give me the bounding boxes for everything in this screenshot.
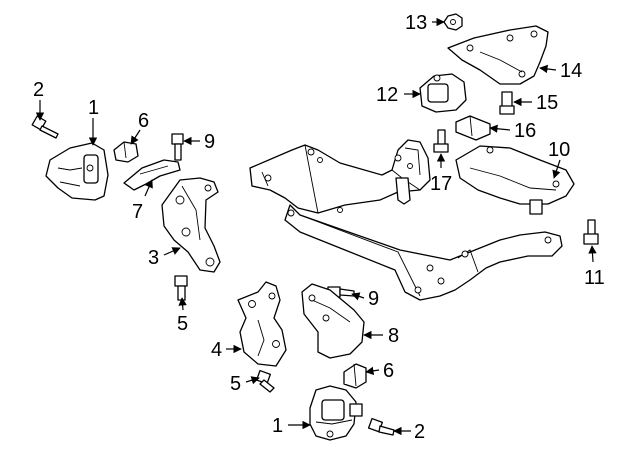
callout-14: 14 <box>560 60 582 82</box>
engine-mount-lower <box>309 385 363 441</box>
pad-16 <box>455 115 491 141</box>
callout-17: 17 <box>430 173 452 195</box>
heat-shield <box>123 159 181 191</box>
callout-12: 12 <box>376 84 398 106</box>
callout-6-lower: 6 <box>383 360 394 382</box>
subframe-crossmember <box>249 139 563 301</box>
callout-2-upper: 2 <box>33 79 44 101</box>
callout-9-upper: 9 <box>204 131 215 153</box>
callout-2-lower: 2 <box>414 421 425 443</box>
bolt-17 <box>433 129 449 153</box>
bolt-15 <box>499 91 515 115</box>
bolt-11 <box>583 219 599 245</box>
bolt-5-upper <box>174 275 188 301</box>
bracket-14 <box>447 25 549 85</box>
callout-5-lower: 5 <box>230 373 241 395</box>
callout-13: 13 <box>405 12 427 34</box>
pad-lower <box>343 363 367 389</box>
callout-7: 7 <box>132 201 143 223</box>
callout-6-upper: 6 <box>138 110 149 132</box>
bolt-upper-9 <box>171 133 184 161</box>
bolt-lower-2 <box>367 417 395 436</box>
mount-bracket-4 <box>237 281 287 367</box>
crossmember-bracket-10 <box>455 145 575 215</box>
callout-labels: 1 2 6 9 7 3 5 4 5 9 8 6 1 2 13 14 12 15 … <box>33 12 605 443</box>
mount-plate-8 <box>301 283 365 359</box>
callout-1-lower: 1 <box>272 415 283 437</box>
callout-8: 8 <box>388 325 399 347</box>
callout-16: 16 <box>514 120 536 142</box>
callout-10: 10 <box>548 139 570 161</box>
callout-1-upper: 1 <box>88 97 99 119</box>
bolt-5-lower <box>255 369 275 393</box>
callout-5-upper: 5 <box>177 313 188 335</box>
engine-mount-upper-left <box>45 142 109 201</box>
nut-13 <box>443 13 463 31</box>
callout-leaders <box>35 17 597 436</box>
callout-9-lower: 9 <box>368 288 379 310</box>
callout-15: 15 <box>536 92 558 114</box>
callout-11: 11 <box>584 267 605 289</box>
callout-3: 3 <box>148 247 159 269</box>
callout-4: 4 <box>211 339 222 361</box>
mount-bracket-3 <box>161 177 221 273</box>
pad-upper <box>113 141 139 163</box>
bolt-upper-left <box>31 115 59 139</box>
transmission-mount-12 <box>419 73 467 113</box>
